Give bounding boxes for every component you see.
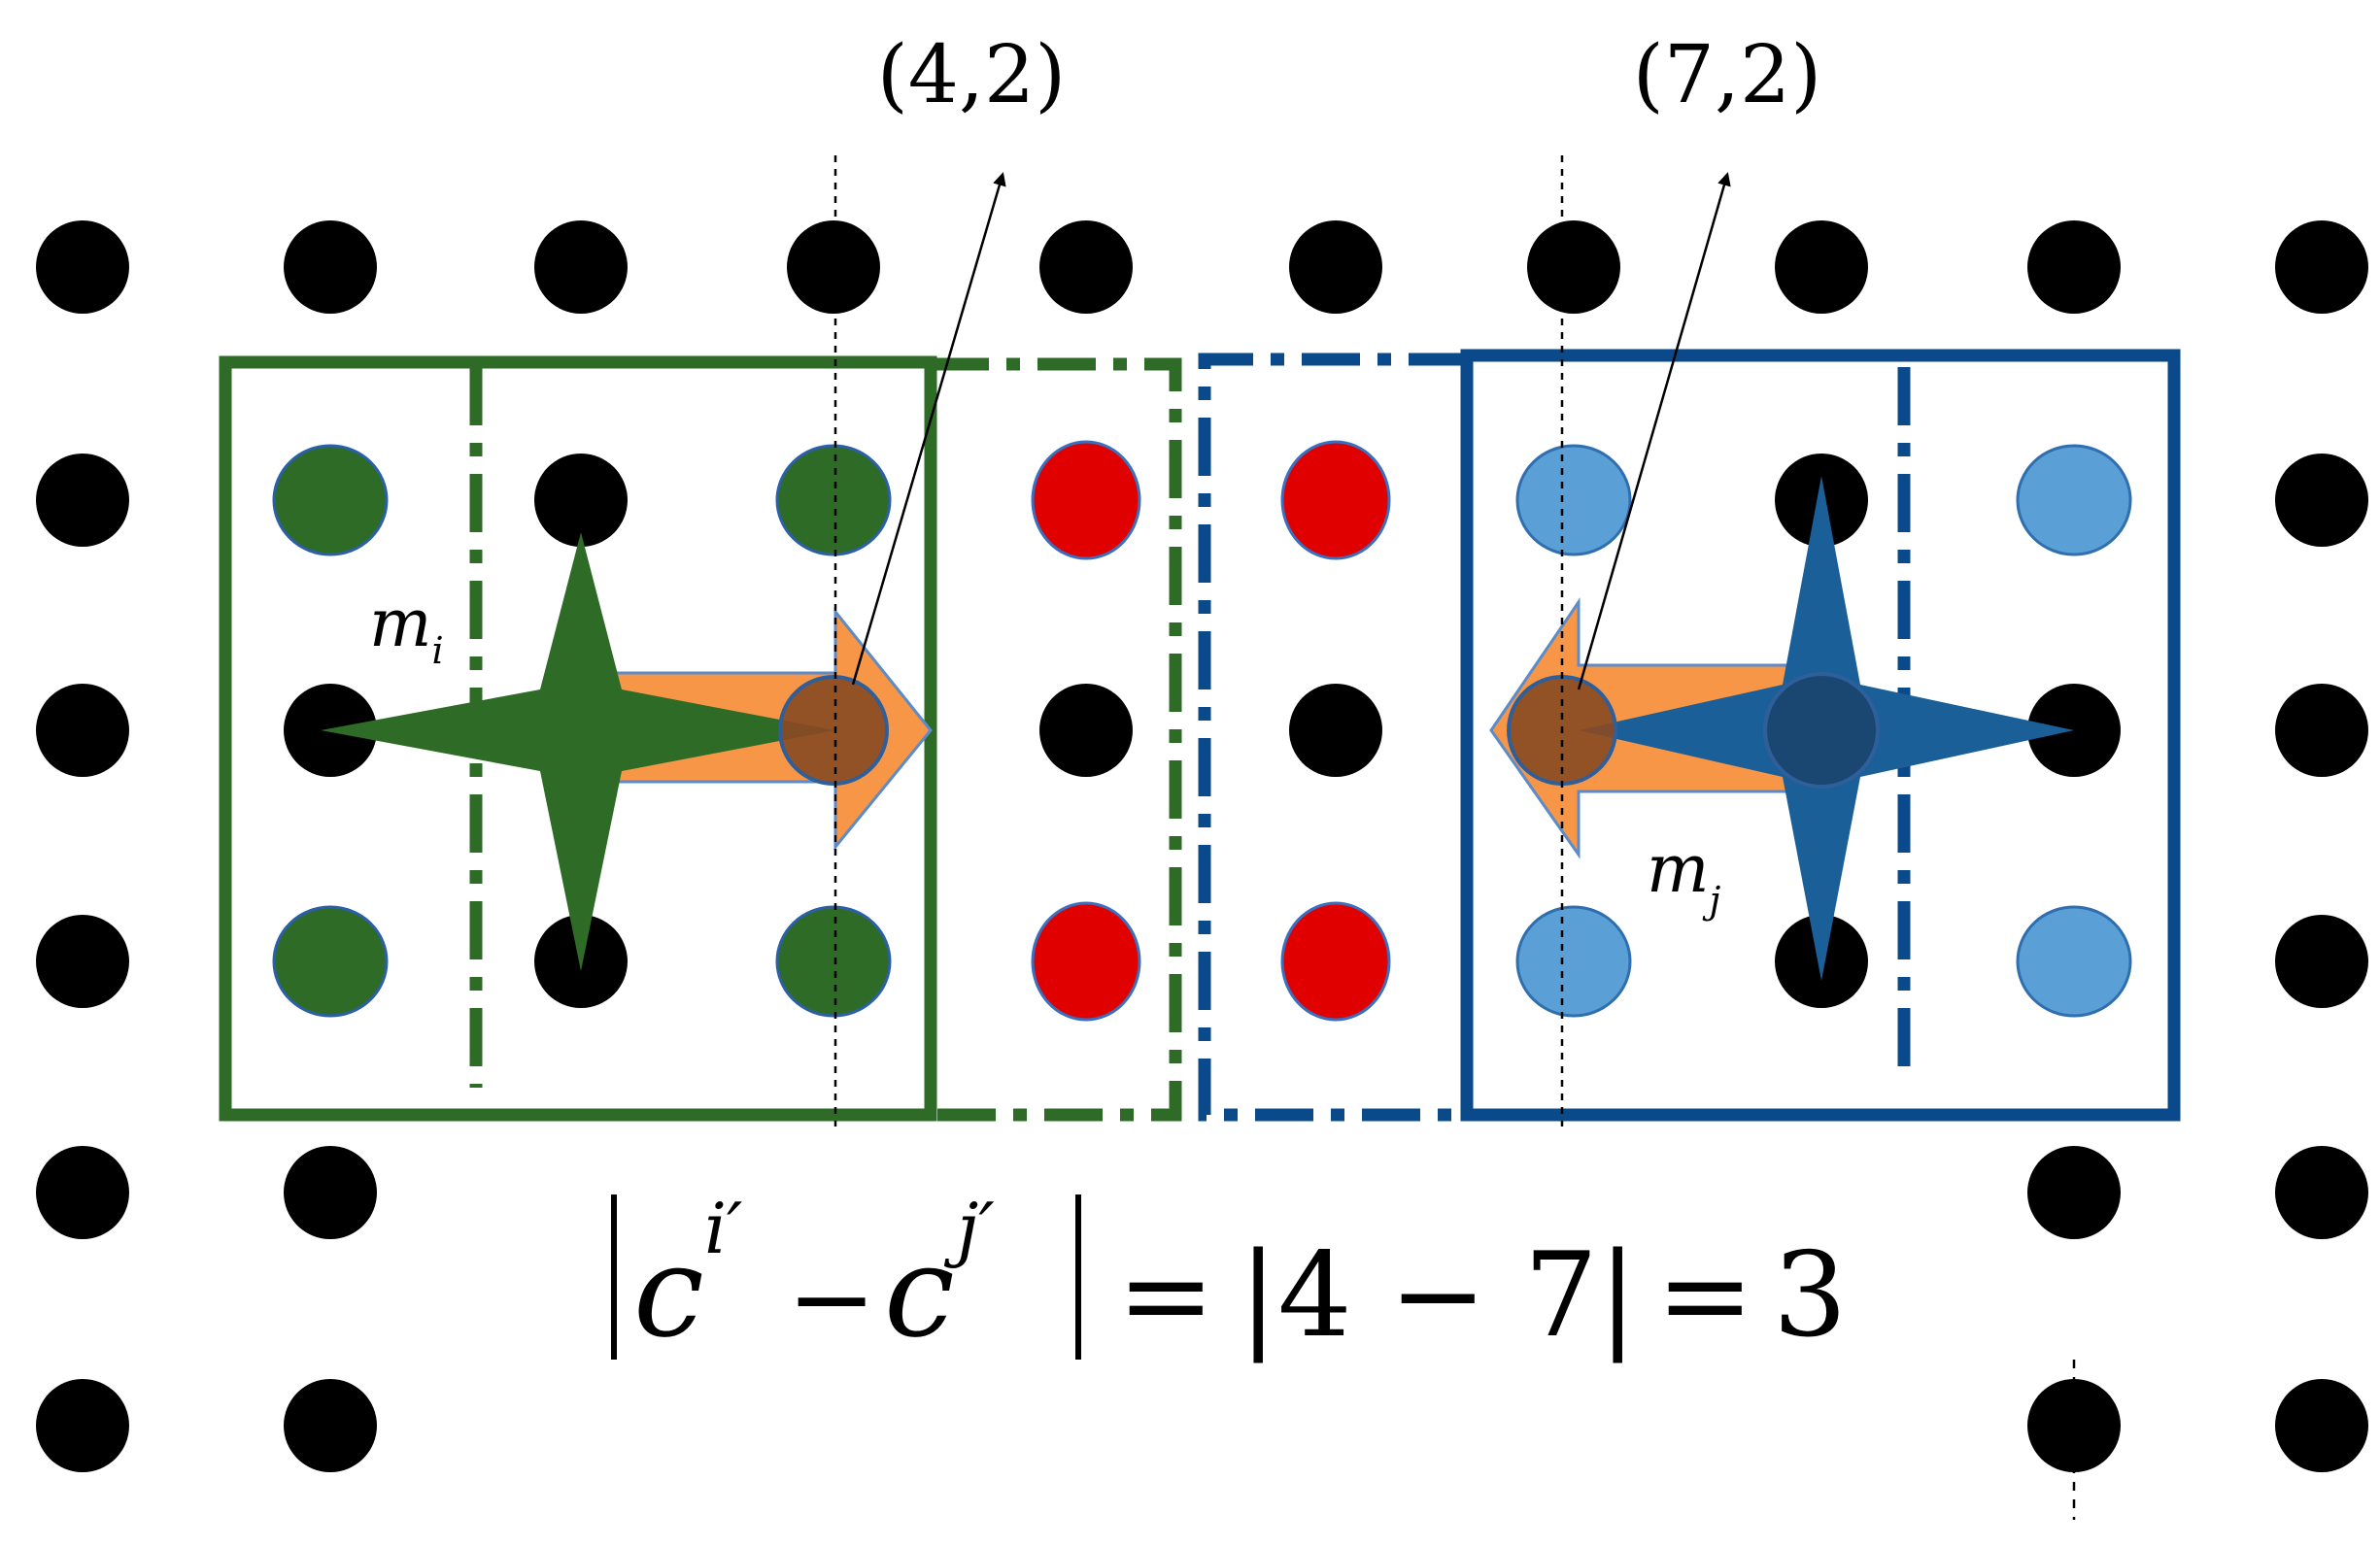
colored-points xyxy=(272,440,2132,1022)
red-point xyxy=(1031,901,1141,1022)
green-point xyxy=(272,444,389,556)
grid-dots xyxy=(36,220,2368,1472)
green-window-shifted xyxy=(931,357,1182,1122)
blue-window-shifted xyxy=(1198,353,1467,1122)
eq-c1: c xyxy=(633,1218,704,1365)
green-point xyxy=(775,905,892,1018)
m-i-subscript: i xyxy=(431,629,443,672)
grid-dot xyxy=(534,220,628,314)
green-window-solid xyxy=(219,355,937,1122)
eq-c2: c xyxy=(884,1218,955,1365)
grid-dot xyxy=(2275,1146,2368,1239)
blue-star-center xyxy=(1763,672,1880,789)
coord-label-left: (4,2) xyxy=(877,29,1066,121)
light-blue-point xyxy=(1515,444,1632,556)
grid-dot xyxy=(284,1379,377,1472)
green-star-icon xyxy=(321,532,835,971)
light-blue-point xyxy=(2016,905,2132,1018)
blue-window-solid xyxy=(1460,349,2181,1122)
grid-dot xyxy=(36,684,129,777)
m-j-label: mj xyxy=(1647,831,1720,922)
red-point xyxy=(1280,440,1391,560)
grid-dot xyxy=(284,1146,377,1239)
grid-dot xyxy=(1289,220,1382,314)
eq-sup1: i′ xyxy=(704,1188,742,1269)
grid-dot xyxy=(2027,1146,2121,1239)
grid-dot xyxy=(1039,220,1133,314)
red-point xyxy=(1280,901,1391,1022)
grid-dot xyxy=(787,220,880,314)
grid-dot xyxy=(36,220,129,314)
m-j-base: m xyxy=(1647,831,1709,908)
grid-dot xyxy=(2275,915,2368,1008)
red-point xyxy=(1031,440,1141,560)
grid-dot xyxy=(36,1379,129,1472)
grid-dot xyxy=(2275,684,2368,777)
grid-dot xyxy=(2275,1379,2368,1472)
pointer-arrow-right xyxy=(1577,172,1731,690)
pointer-arrow-left xyxy=(851,172,1006,686)
eq-abs-expr: |4 − 7| xyxy=(1239,1228,1637,1363)
grid-dot xyxy=(36,454,129,547)
green-point xyxy=(775,444,892,556)
m-i-base: m xyxy=(369,586,431,662)
grid-dot xyxy=(1039,684,1133,777)
eq-equals1: = xyxy=(1117,1228,1215,1363)
grid-dot xyxy=(1289,684,1382,777)
eq-result: 3 xyxy=(1773,1228,1847,1363)
grid-dot xyxy=(284,220,377,314)
center-point-left xyxy=(778,675,889,786)
grid-dot xyxy=(534,454,628,547)
m-i-label: mi xyxy=(369,586,444,672)
green-point xyxy=(272,905,389,1018)
distance-equation: c i′ − c j′ = |4 − 7| = 3 xyxy=(611,1188,1847,1365)
grid-dot xyxy=(2275,220,2368,314)
light-blue-point xyxy=(2016,444,2132,556)
coord-label-right: (7,2) xyxy=(1633,29,1821,121)
grid-dot xyxy=(1527,220,1620,314)
grid-dot xyxy=(36,915,129,1008)
eq-minus1: − xyxy=(787,1236,876,1361)
grid-dot xyxy=(2275,454,2368,547)
grid-dot xyxy=(2027,220,2121,314)
grid-dot xyxy=(2027,1379,2121,1472)
grid-dot xyxy=(1775,220,1868,314)
eq-equals2: = xyxy=(1656,1228,1754,1363)
light-blue-point xyxy=(1515,905,1632,1018)
grid-dot xyxy=(36,1146,129,1239)
